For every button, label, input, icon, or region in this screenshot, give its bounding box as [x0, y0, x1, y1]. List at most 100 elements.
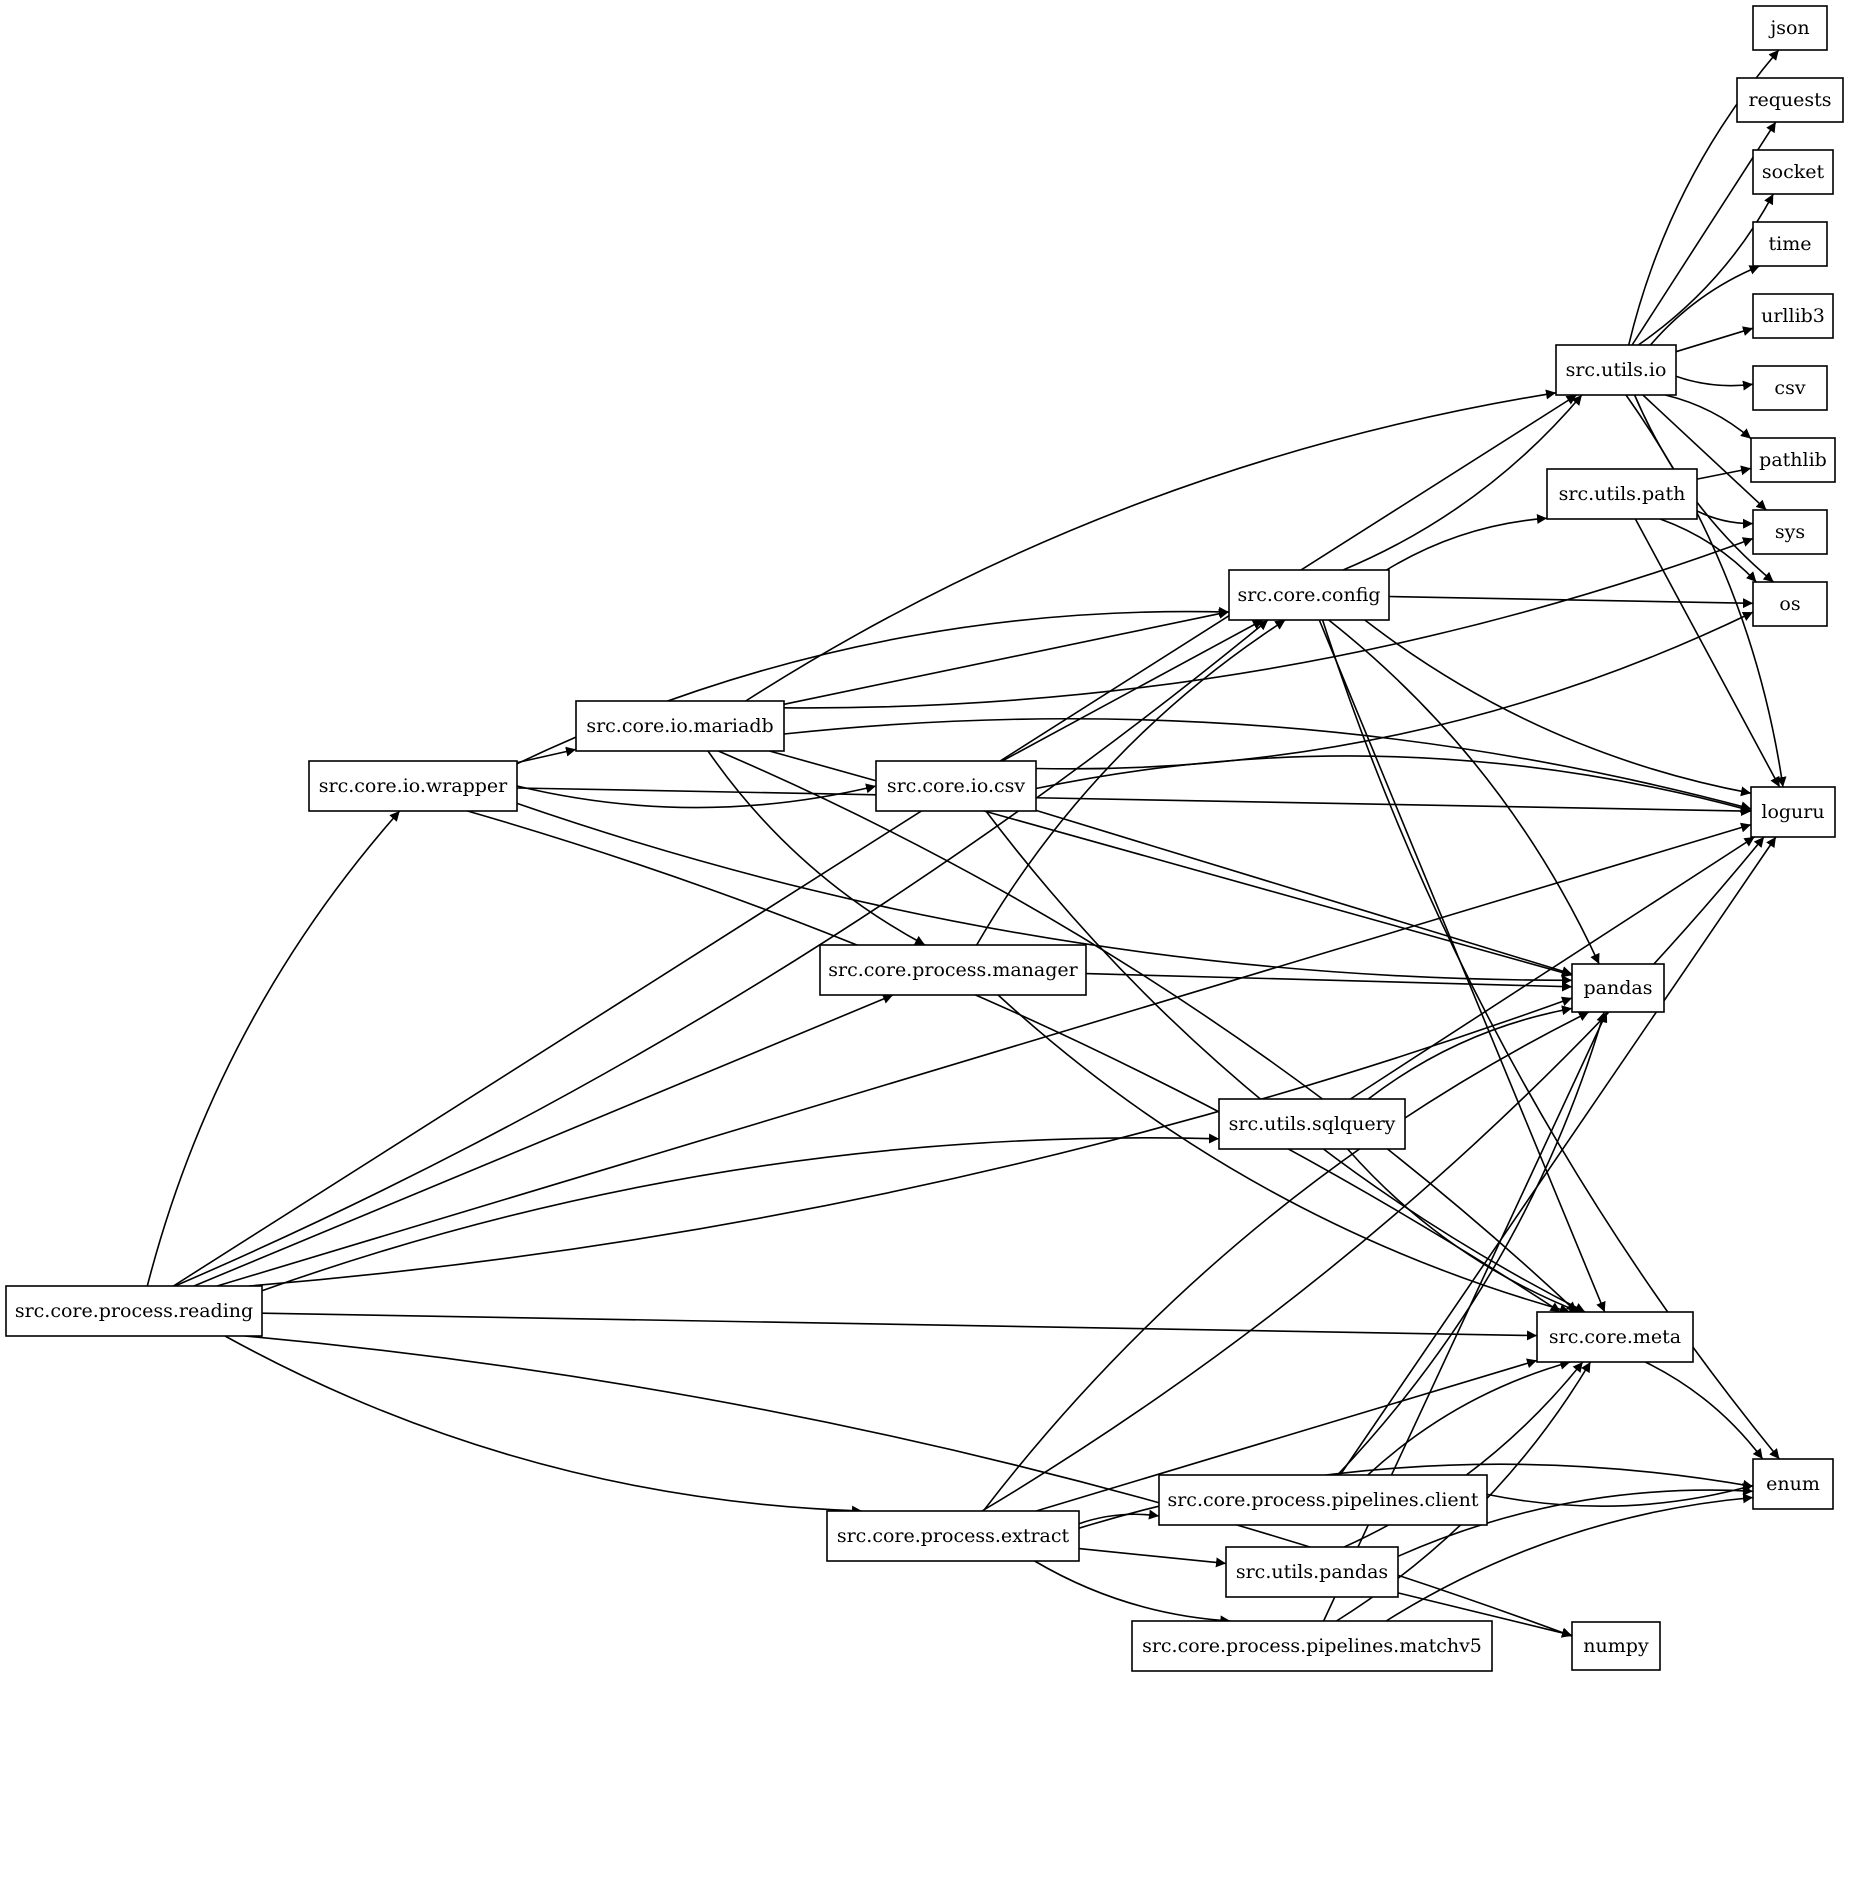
node-box	[1228, 569, 1390, 621]
node-label: urllib3	[1761, 305, 1825, 327]
node-box	[1752, 221, 1828, 267]
node-label: requests	[1748, 89, 1831, 111]
edge-client-to-pandas	[1336, 1011, 1607, 1476]
node-box	[1752, 581, 1828, 627]
node-label: src.core.config	[1237, 584, 1380, 606]
node-label: src.core.process.pipelines.client	[1167, 1489, 1478, 1511]
node-box	[1546, 468, 1698, 520]
node-label: src.core.io.mariadb	[586, 715, 773, 737]
edge-reading-to-utils_io	[172, 394, 1578, 1287]
edge-io_csv-to-pandas	[1035, 809, 1573, 976]
node-box	[1752, 1458, 1834, 1510]
node-box	[1571, 963, 1665, 1013]
node-label: src.utils.path	[1559, 483, 1686, 505]
node-label: time	[1769, 233, 1812, 255]
node-box	[819, 944, 1087, 996]
edge-client-to-loguru	[1339, 836, 1777, 1476]
node-sys: sys	[1752, 509, 1828, 555]
edge-utils_pandas-to-enum	[1397, 1485, 1754, 1558]
edge-mariadb-to-meta	[717, 750, 1578, 1313]
edge-extract-to-matchv5	[1034, 1560, 1231, 1626]
edge-extract-to-utils_pandas	[1078, 1547, 1227, 1568]
node-box	[1158, 1474, 1488, 1526]
edge-manager-to-pandas	[1085, 972, 1573, 992]
node-box	[1736, 77, 1844, 123]
edge-extract-to-loguru	[981, 836, 1765, 1512]
node-label: src.core.io.wrapper	[319, 775, 508, 797]
edge-wrapper-to-mariadb	[516, 746, 577, 764]
edge-config-to-pandas	[1328, 619, 1600, 965]
node-box	[1750, 786, 1836, 838]
node-loguru: loguru	[1750, 786, 1836, 838]
edge-mariadb-to-manager	[707, 750, 926, 946]
edge-utils_io-to-time	[1649, 265, 1760, 346]
node-box	[826, 1510, 1080, 1562]
edge-utils_io-to-sys	[1642, 394, 1767, 511]
node-meta: src.core.meta	[1536, 1311, 1694, 1363]
node-manager: src.core.process.manager	[819, 944, 1087, 996]
node-utils-pandas: src.utils.pandas	[1225, 1546, 1399, 1598]
node-requests: requests	[1736, 77, 1844, 123]
edge-wrapper-to-loguru	[516, 787, 1752, 817]
edge-extract-to-client	[1078, 1509, 1160, 1525]
node-box	[1218, 1098, 1406, 1150]
node-box	[1752, 5, 1828, 51]
edge-io_csv-to-meta	[985, 810, 1586, 1313]
node-extract: src.core.process.extract	[826, 1510, 1080, 1562]
node-mariadb: src.core.io.mariadb	[575, 700, 785, 752]
edge-utils_path-to-pathlib	[1696, 465, 1752, 480]
node-box	[1752, 365, 1828, 411]
node-box	[1752, 149, 1834, 195]
node-box	[1131, 1620, 1493, 1672]
node-label: enum	[1766, 1473, 1820, 1495]
node-box	[1750, 437, 1836, 483]
edge-mariadb-to-config	[783, 608, 1230, 706]
edge-wrapper-to-io_csv	[516, 783, 877, 809]
node-label: src.core.process.pipelines.matchv5	[1142, 1635, 1482, 1657]
node-utils-path: src.utils.path	[1546, 468, 1698, 520]
node-matchv5: src.core.process.pipelines.matchv5	[1131, 1620, 1493, 1672]
edge-config-to-os	[1388, 595, 1754, 609]
node-utils-io: src.utils.io	[1555, 344, 1677, 396]
edge-config-to-utils_path	[1386, 513, 1548, 571]
edge-io_csv-to-config	[1001, 619, 1264, 762]
edge-utils_io-to-csv	[1675, 375, 1754, 391]
edge-extract-to-pandas	[982, 1011, 1590, 1512]
edge-mariadb-to-sys	[783, 537, 1754, 709]
edge-reading-to-sqlquery	[261, 1133, 1220, 1292]
edge-client-to-meta	[1367, 1359, 1571, 1476]
edge-sqlquery-to-loguru	[1350, 836, 1755, 1100]
edge-reading-to-pandas	[248, 996, 1573, 1287]
edge-reading-to-extract	[224, 1335, 863, 1516]
node-label: pathlib	[1759, 449, 1827, 471]
node-io-csv: src.core.io.csv	[875, 760, 1037, 812]
node-box	[575, 700, 785, 752]
node-box	[1536, 1311, 1694, 1363]
node-label: src.core.process.extract	[837, 1525, 1070, 1547]
edge-utils_pandas-to-meta	[1343, 1361, 1584, 1548]
edge-utils_path-to-loguru	[1634, 518, 1781, 788]
node-wrapper: src.core.io.wrapper	[308, 760, 518, 812]
edge-sqlquery-to-meta	[1346, 1148, 1580, 1313]
edge-matchv5-to-pandas	[1322, 1011, 1608, 1622]
edge-utils_io-to-pathlib	[1665, 394, 1752, 440]
node-label: src.core.meta	[1549, 1326, 1681, 1348]
node-label: pandas	[1584, 977, 1653, 999]
edge-utils_path-to-os	[1659, 518, 1757, 583]
node-box	[1752, 509, 1828, 555]
node-enum: enum	[1752, 1458, 1834, 1510]
node-label: csv	[1774, 377, 1805, 399]
edge-reading-to-meta	[261, 1312, 1538, 1341]
node-label: socket	[1762, 161, 1825, 183]
edge-utils_path-to-sys	[1696, 510, 1754, 529]
edges-layer	[146, 49, 1787, 1638]
edge-reading-to-config	[174, 619, 1269, 1287]
node-box	[1225, 1546, 1399, 1598]
node-numpy: numpy	[1571, 1621, 1661, 1671]
edge-mariadb-to-loguru	[783, 717, 1752, 812]
edge-reading-to-loguru	[216, 822, 1752, 1287]
edge-utils_io-to-urllib3	[1675, 326, 1754, 353]
node-box	[1571, 1621, 1661, 1671]
edge-reading-to-wrapper	[146, 810, 401, 1287]
